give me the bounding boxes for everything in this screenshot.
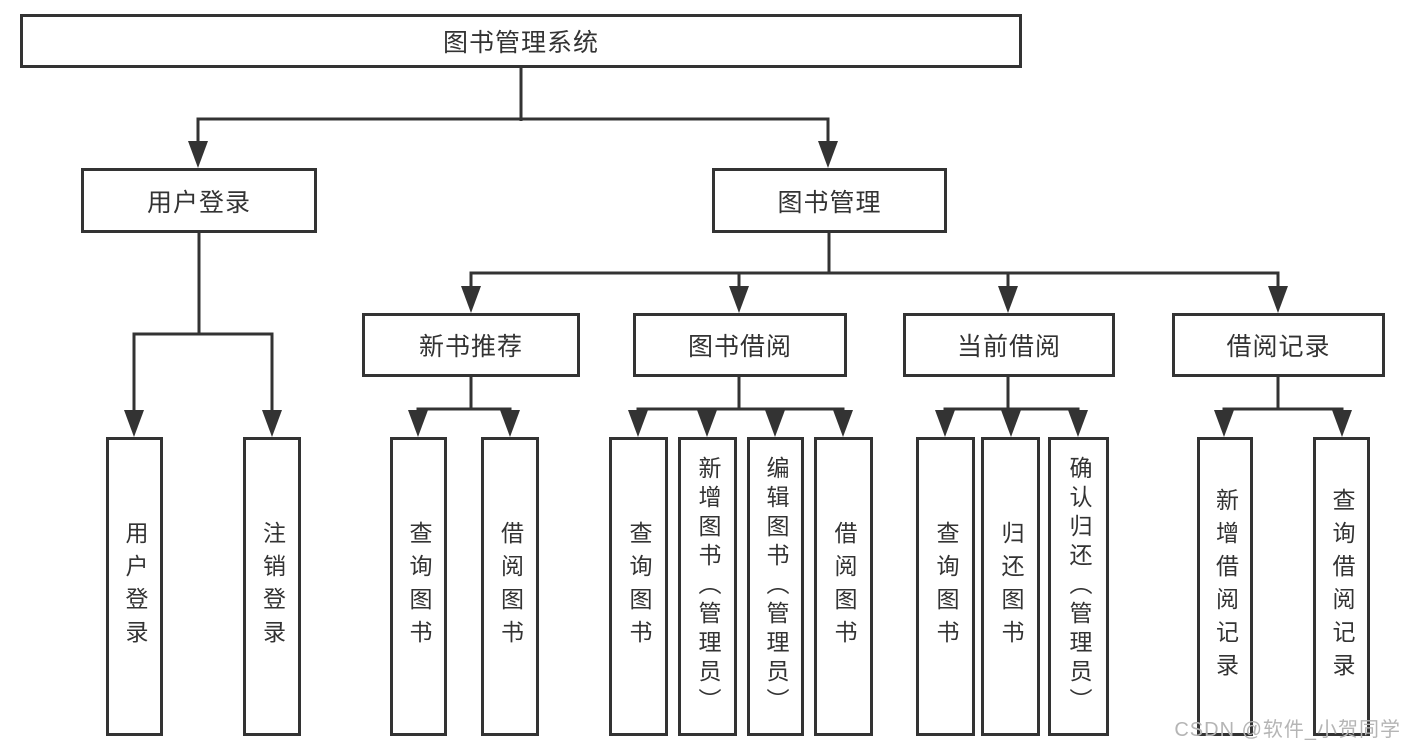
leaf-label: 查询图书 <box>626 520 652 653</box>
leaf-label: 查询借阅记录 <box>1329 487 1355 686</box>
node-borrow-records: 借阅记录 <box>1172 313 1385 377</box>
leaf-return-book: 归还图书 <box>981 437 1040 736</box>
node-book-borrow: 图书借阅 <box>633 313 847 377</box>
leaf-label: 用户登录 <box>122 520 148 653</box>
leaf-label: 归还图书 <box>998 520 1024 653</box>
leaf-query-book-current: 查询图书 <box>916 437 975 736</box>
watermark: CSDN @软件_小贺同学 <box>1174 719 1401 741</box>
connector-user-login-bar <box>132 332 274 414</box>
node-root: 图书管理系统 <box>20 14 1022 68</box>
leaf-label: 借阅图书 <box>497 520 524 653</box>
connector-level3-bar <box>469 271 1280 290</box>
node-current-borrow: 当前借阅 <box>903 313 1115 377</box>
leaf-label: 编辑图书（管理员） <box>763 456 789 717</box>
leaf-borrow-book: 借阅图书 <box>814 437 873 736</box>
leaf-edit-book-admin: 编辑图书（管理员） <box>747 437 804 736</box>
leaf-label: 新增借阅记录 <box>1212 487 1239 686</box>
connector-level2-bar <box>196 117 830 146</box>
leaf-query-borrow-record: 查询借阅记录 <box>1313 437 1370 736</box>
leaf-label: 新增图书（管理员） <box>695 456 721 717</box>
leaf-query-book-borrow: 查询图书 <box>609 437 668 736</box>
leaf-label: 借阅图书 <box>831 520 857 653</box>
leaf-label: 查询图书 <box>933 520 959 653</box>
leaf-borrow-book-recommend: 借阅图书 <box>481 437 539 736</box>
leaf-confirm-return-admin: 确认归还（管理员） <box>1048 437 1109 736</box>
node-user-login: 用户登录 <box>81 168 317 233</box>
leaf-user-login: 用户登录 <box>106 437 163 736</box>
connector-book-borrow-bar <box>636 407 845 414</box>
connector-current-borrow-bar <box>943 407 1080 414</box>
leaf-label: 确认归还（管理员） <box>1066 456 1092 717</box>
leaf-label: 注销登录 <box>259 520 286 653</box>
connector-new-book-bar <box>416 407 512 414</box>
leaf-add-book-admin: 新增图书（管理员） <box>678 437 737 736</box>
node-new-book-recommend: 新书推荐 <box>362 313 580 377</box>
leaf-logout: 注销登录 <box>243 437 301 736</box>
leaf-add-borrow-record: 新增借阅记录 <box>1197 437 1253 736</box>
connector-borrow-records-bar <box>1222 407 1344 414</box>
leaf-label: 查询图书 <box>406 520 432 653</box>
node-book-management: 图书管理 <box>712 168 947 233</box>
leaf-query-book-recommend: 查询图书 <box>390 437 447 736</box>
